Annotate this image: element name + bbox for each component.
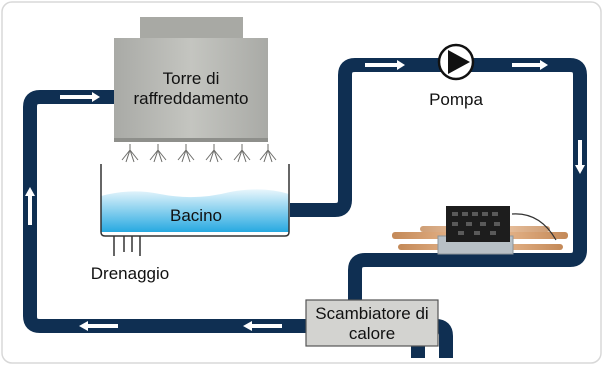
flow-arrow-icon <box>575 140 585 174</box>
flow-arrow-icon <box>512 60 548 70</box>
pump-label: Pompa <box>429 90 483 109</box>
flow-arrows <box>25 60 585 331</box>
cooling-tower <box>114 17 268 142</box>
drain-label: Drenaggio <box>90 264 170 283</box>
pump-icon <box>437 43 475 81</box>
flow-arrow-icon <box>243 321 282 331</box>
flow-arrow-icon <box>365 60 405 70</box>
spray-nozzle-icon <box>121 144 277 163</box>
heat-exchanger <box>305 299 439 347</box>
flow-arrow-icon <box>79 321 118 331</box>
basin-label: Bacino <box>170 206 222 225</box>
drain-pipe-icon <box>113 236 141 256</box>
flow-arrow-icon <box>25 187 35 225</box>
exchanger-label: Scambiatore di calore <box>315 304 429 343</box>
tower-label: Torre di raffreddamento <box>133 69 249 108</box>
cooling-unit-image <box>392 206 568 255</box>
basin <box>100 164 290 237</box>
flow-arrow-icon <box>60 92 100 102</box>
